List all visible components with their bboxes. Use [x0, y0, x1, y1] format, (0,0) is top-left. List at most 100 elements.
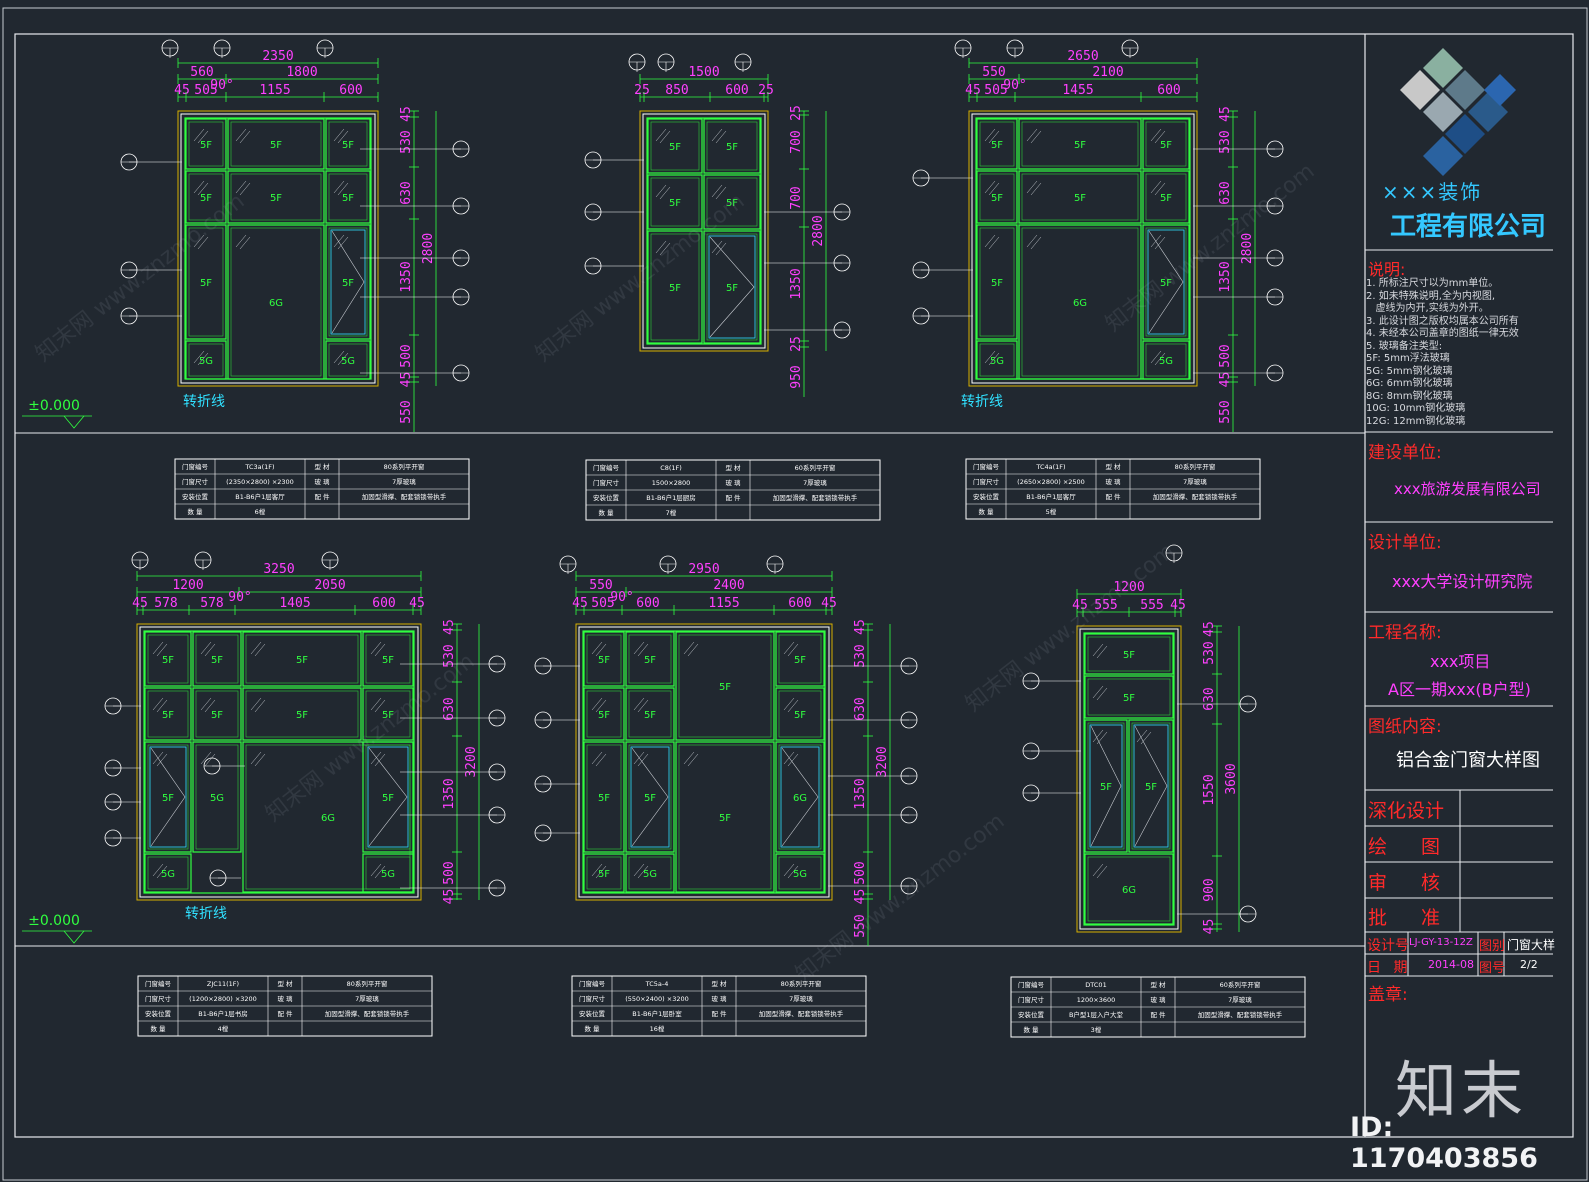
window-pane-glass	[365, 856, 411, 890]
glass-hatch	[193, 180, 205, 194]
glass-type-label: 5G	[793, 869, 807, 880]
glass-hatch	[591, 863, 603, 877]
window-pane-glass	[365, 690, 411, 738]
window-pane	[185, 118, 227, 170]
operable-sash	[367, 746, 409, 848]
glass-type-label: 5F	[382, 710, 394, 721]
schedule-cell: 配 件	[725, 493, 741, 502]
level-triangle	[63, 415, 85, 429]
dimension-text: 3250	[263, 562, 294, 577]
glass-type-label: 5F	[200, 140, 212, 151]
glass-hatch	[254, 643, 266, 657]
schedule-cell: 7厚玻璃	[1183, 477, 1207, 486]
dimension-text: 1550	[1202, 774, 1217, 805]
fold-line-label: 转折线	[185, 906, 227, 922]
glass-type-label: 5F	[794, 655, 806, 666]
glass-hatch	[197, 130, 209, 144]
dimension-text: 2050	[314, 578, 345, 593]
schedule-cell: 加固型滑撑、配套锁锁带执手	[1153, 492, 1238, 501]
glass-type-label: 5F	[1160, 140, 1172, 151]
schedule-cell: 安装位置	[1018, 1010, 1045, 1019]
window-pane-glass	[650, 233, 700, 341]
glass-hatch	[250, 641, 262, 655]
date-value: 2014-08	[1428, 958, 1474, 971]
schedule-cell: 门窗编号	[1018, 980, 1045, 989]
dimension-text: 45	[965, 83, 981, 98]
window-pane-glass	[678, 634, 772, 738]
designer-value: xxx大学设计研究院	[1392, 572, 1533, 591]
dimension-total-text: 3200	[875, 746, 890, 777]
dimension-text: 1350	[442, 778, 457, 809]
glass-type-label: 5F	[382, 793, 394, 804]
window-pane-glass	[195, 690, 239, 738]
window-pane	[625, 741, 675, 853]
window-pane	[625, 687, 675, 741]
schedule-cell: 玻 璃	[725, 478, 741, 487]
schedule-cell: 门窗编号	[145, 979, 172, 988]
window-pane-glass	[706, 121, 758, 171]
glass-hatch	[193, 128, 205, 142]
glass-hatch	[333, 350, 345, 364]
glass-hatch	[591, 641, 603, 655]
dimension-text: 578	[200, 596, 223, 611]
window-pane-glass	[628, 856, 672, 890]
window-pane	[144, 741, 192, 853]
angle-label: 90°	[210, 78, 233, 93]
dimension-text: 630	[1218, 181, 1233, 204]
note-line: 5. 玻璃备注类型:	[1366, 340, 1443, 352]
glass-type-label: 5F	[211, 655, 223, 666]
glass-hatch	[239, 236, 251, 250]
window-pane	[647, 174, 703, 230]
window-pane	[1142, 118, 1190, 170]
dimension-text: 530	[399, 130, 414, 153]
image-id-label: ID: 1170403856	[1350, 1112, 1538, 1174]
glass-hatch	[988, 352, 1000, 366]
window-pane	[675, 741, 775, 893]
dimension-text: 45	[399, 372, 414, 388]
glass-hatch	[683, 751, 695, 765]
glass-hatch	[1030, 130, 1042, 144]
frame-inner	[975, 117, 1191, 380]
schedule-cell: (2350×2800) ×2300	[226, 478, 294, 486]
dimension-text: 560	[190, 65, 213, 80]
glass-type-label: 5F	[726, 198, 738, 209]
glass-type-label: 6G	[269, 298, 283, 309]
glass-hatch	[659, 186, 671, 200]
glass-type-label: 5F	[991, 140, 1003, 151]
dimension-text: 578	[154, 596, 177, 611]
opening-direction	[331, 230, 365, 334]
schedule-cell: 门窗编号	[579, 979, 606, 988]
schedule-cell: 数 量	[150, 1024, 166, 1033]
schedule-cell: 安装位置	[973, 492, 1000, 501]
sill-dimension-text: 550	[1218, 400, 1233, 423]
window-pane-glass	[979, 173, 1015, 221]
window-pane	[1142, 224, 1190, 340]
glass-type-label: 5F	[598, 793, 610, 804]
schedule-cell: 加固型滑撑、配套锁锁带执手	[1198, 1010, 1283, 1019]
role-drawing: 绘 图	[1368, 836, 1441, 858]
glass-hatch	[988, 236, 1000, 250]
window-pane	[1084, 719, 1128, 853]
glass-hatch	[783, 863, 795, 877]
dimension-text: 630	[853, 697, 868, 720]
dimension-text: 45	[399, 106, 414, 122]
schedule-cell: 7厚玻璃	[789, 994, 813, 1003]
window-pane-glass	[1145, 173, 1187, 221]
glass-type-label: 5F	[270, 193, 282, 204]
frame-outer	[575, 623, 833, 901]
glass-type-label: 5F	[342, 278, 354, 289]
glass-hatch	[254, 753, 266, 767]
dimension-text: 500	[853, 861, 868, 884]
notes-title: 说明:	[1368, 260, 1406, 279]
dimension-text: 45	[1202, 919, 1217, 935]
brand-logo: 知末	[1395, 1054, 1528, 1127]
content-label: 图纸内容:	[1368, 717, 1442, 737]
schedule-cell: 数 量	[978, 507, 994, 516]
glass-type-label: 5F	[1145, 782, 1157, 793]
window-pane-glass	[1145, 121, 1187, 167]
opening-direction	[1148, 230, 1184, 334]
glass-type-label: 5F	[644, 793, 656, 804]
glass-hatch	[1096, 645, 1108, 659]
